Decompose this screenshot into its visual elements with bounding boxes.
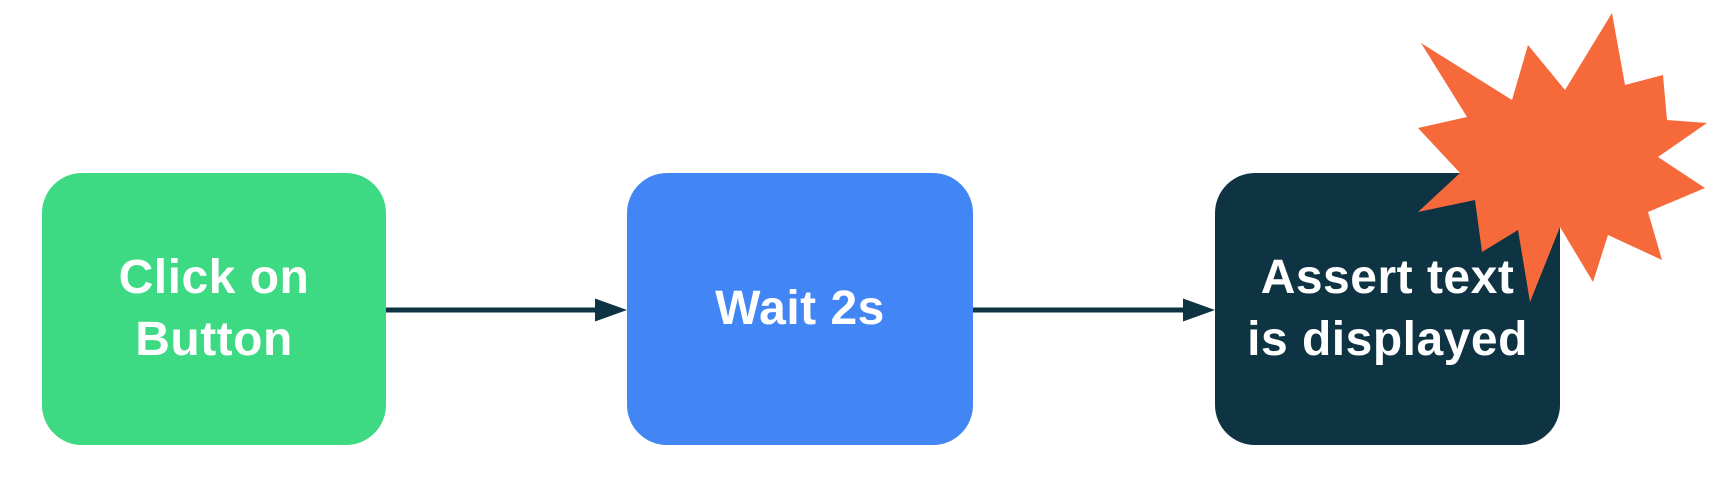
arrow-click-to-wait xyxy=(386,298,627,322)
arrow-head-icon xyxy=(1183,298,1215,322)
node-wait-2s[interactable]: Wait 2s xyxy=(627,173,973,445)
arrow-head-icon xyxy=(595,298,627,322)
node-click-on-button[interactable]: Click on Button xyxy=(42,173,386,445)
node-label-line: Button xyxy=(135,313,293,366)
node-assert-text[interactable]: Assert text is displayed xyxy=(1215,173,1560,445)
node-label-line: Wait 2s xyxy=(715,282,885,335)
arrow-wait-to-assert xyxy=(973,298,1215,322)
node-label-line: Click on xyxy=(118,251,310,304)
node-label-line: is displayed xyxy=(1247,313,1528,366)
node-label-line: Assert text xyxy=(1260,251,1515,304)
